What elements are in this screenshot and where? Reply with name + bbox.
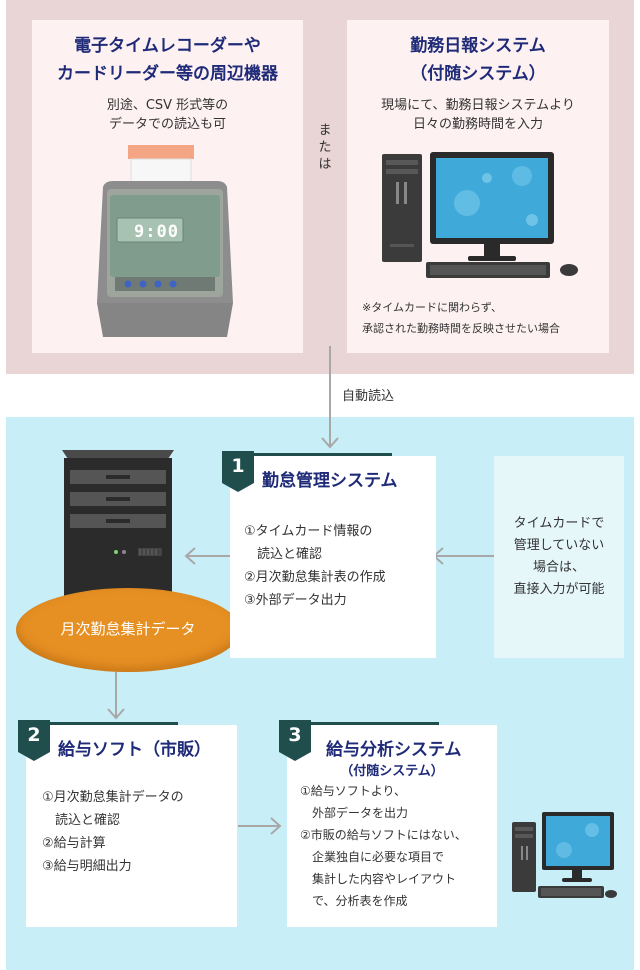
analysis-item: 企業独自に必要な項目で [300, 850, 445, 864]
payroll-item: ①月次勤怠集計データの [42, 790, 184, 805]
daily-report-desc-line2: 日々の勤務時間を入力 [412, 117, 543, 132]
analysis-topline [279, 722, 439, 725]
salary-analysis-subtitle: （付随システム） [340, 764, 444, 779]
to-server-arrowhead [184, 547, 196, 565]
time-recorder-desc-line2: データでの読込も可 [108, 117, 226, 132]
direct-input-line: 管理していない [513, 538, 605, 553]
to-analysis-arrowhead [270, 817, 282, 835]
salary-analysis-box [287, 725, 497, 927]
payroll-item: ②給与計算 [42, 836, 106, 851]
attendance-topline [222, 453, 392, 456]
daily-report-title-line2: （付随システム） [410, 64, 546, 84]
step3-badge: 3 [279, 720, 311, 761]
desktop-computer-icon [382, 152, 578, 278]
daily-report-desc-line1: 現場にて、勤務日報システムより [381, 98, 575, 113]
attendance-item: ②月次勤怠集計表の作成 [244, 570, 386, 585]
attendance-item: ①タイムカード情報の [244, 524, 373, 539]
attendance-system-box [230, 456, 436, 658]
analysis-item: ②市販の給与ソフトにはない、 [300, 828, 467, 842]
analysis-item: ①給与ソフトより、 [300, 784, 407, 798]
time-recorder-display: 9:00 [134, 222, 179, 242]
analysis-computer-icon [512, 812, 617, 898]
to-payroll-arrowhead [107, 708, 125, 720]
time-recorder-title-line1: 電子タイムレコーダーや [74, 36, 261, 56]
step2-badge: 2 [18, 720, 50, 761]
analysis-item: 外部データを出力 [300, 806, 409, 820]
step1-badge: 1 [222, 451, 254, 492]
auto-read-arrowhead [321, 437, 339, 449]
direct-input-box [494, 456, 624, 658]
analysis-item: で、分析表を作成 [300, 894, 408, 908]
attendance-item: 読込と確認 [244, 547, 323, 562]
payroll-topline [18, 722, 178, 725]
payroll-software-box [26, 725, 237, 927]
time-recorder-desc-line1: 別途、CSV 形式等の [106, 98, 229, 113]
payroll-software-title: 給与ソフト（市販） [58, 740, 211, 760]
payroll-software-list: ①月次勤怠集計データの 読込と確認 ②給与計算 ③給与明細出力 [42, 786, 184, 878]
monthly-data-ellipse [16, 588, 240, 672]
payroll-item: ③給与明細出力 [42, 859, 132, 874]
direct-input-line: タイムカードで [513, 516, 605, 531]
daily-report-note-line1: ※タイムカードに関わらず、 [362, 301, 503, 314]
daily-report-note-line2: 承認された勤務時間を反映させたい場合 [362, 322, 560, 335]
attendance-system-list: ①タイムカード情報の 読込と確認 ②月次勤怠集計表の作成 ③外部データ出力 [244, 520, 386, 612]
daily-report-title-line1: 勤務日報システム [410, 36, 546, 56]
or-connector: または [318, 123, 332, 172]
payroll-item: 読込と確認 [42, 813, 121, 828]
server-icon [62, 450, 174, 596]
time-recorder-title-line2: カードリーダー等の周辺機器 [57, 64, 278, 84]
direct-input-line: 直接入力が可能 [513, 582, 605, 597]
direct-input-line: 場合は、 [532, 560, 585, 575]
direct-input-text: タイムカードで 管理していない 場合は、 直接入力が可能 [494, 513, 624, 601]
auto-read-label: 自動読込 [342, 389, 395, 404]
time-recorder-icon [97, 145, 233, 337]
attendance-system-title: 勤怠管理システム [262, 471, 398, 491]
attendance-item: ③外部データ出力 [244, 593, 347, 608]
salary-analysis-list: ①給与ソフトより、 外部データを出力 ②市販の給与ソフトにはない、 企業独自に必… [300, 780, 467, 912]
salary-analysis-title: 給与分析システム [326, 740, 462, 760]
analysis-item: 集計した内容やレイアウト [300, 872, 457, 886]
monthly-data-label: 月次勤怠集計データ [60, 620, 196, 638]
